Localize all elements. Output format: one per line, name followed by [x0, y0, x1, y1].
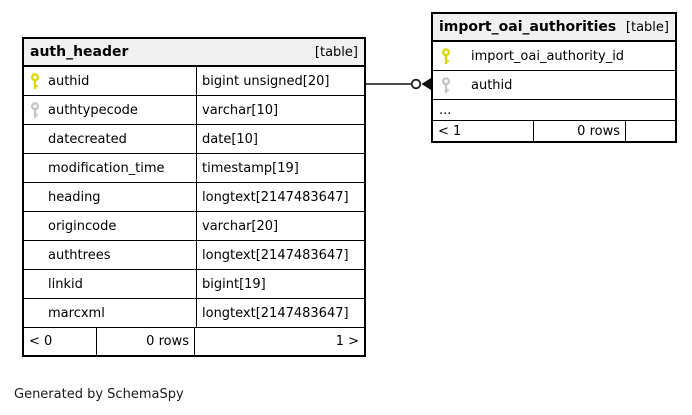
- children-count: < 0: [24, 328, 97, 355]
- import-oai-authorities-table-header[interactable]: import_oai_authorities [table]: [433, 14, 675, 42]
- foreign-key-icon: [30, 101, 40, 119]
- table-row: origincode varchar[20]: [24, 212, 364, 241]
- generated-by-note: Generated by SchemaSpy: [14, 387, 184, 402]
- primary-key-icon: [441, 47, 451, 65]
- primary-key-icon: [30, 72, 40, 90]
- table-row: authid bigint unsigned[20]: [24, 67, 364, 96]
- column-name: import_oai_authority_id: [471, 48, 625, 64]
- auth-header-table-header[interactable]: auth_header [table]: [24, 39, 364, 67]
- column-name: marcxml: [48, 305, 105, 321]
- table-row: linkid bigint[19]: [24, 270, 364, 299]
- column-type: varchar[10]: [202, 102, 279, 118]
- column-type: bigint unsigned[20]: [202, 73, 330, 89]
- column-type: bigint[19]: [202, 276, 266, 292]
- column-name: heading: [48, 189, 101, 205]
- column-name: datecreated: [48, 131, 127, 147]
- column-name: authid: [48, 73, 90, 89]
- column-type: timestamp[19]: [202, 160, 299, 176]
- zero-cardinality-circle-icon: [410, 78, 422, 90]
- table-badge: [table]: [314, 44, 358, 60]
- table-title: auth_header: [30, 44, 129, 60]
- crow-foot-arrow-icon: [421, 78, 431, 90]
- column-type: longtext[2147483647]: [202, 305, 349, 321]
- column-name: linkid: [48, 276, 83, 292]
- column-name: authid: [471, 77, 513, 93]
- import-oai-authorities-table: import_oai_authorities [table] import_oa…: [431, 12, 677, 143]
- hidden-columns-ellipsis: ...: [433, 100, 675, 121]
- table-row: authid: [433, 71, 675, 100]
- children-count: < 1: [433, 121, 534, 141]
- fk-relationship-connector: [366, 78, 431, 90]
- table-row: marcxml longtext[2147483647]: [24, 299, 364, 328]
- table-footer: < 1 0 rows: [433, 121, 675, 141]
- column-name: modification_time: [48, 160, 165, 176]
- auth-header-table: auth_header [table] authid bigint unsign…: [22, 37, 366, 357]
- column-type: date[10]: [202, 131, 258, 147]
- table-row: authtrees longtext[2147483647]: [24, 241, 364, 270]
- table-footer: < 0 0 rows 1 >: [24, 328, 364, 355]
- table-row: datecreated date[10]: [24, 125, 364, 154]
- table-row: heading longtext[2147483647]: [24, 183, 364, 212]
- row-count: 0 rows: [97, 328, 195, 355]
- table-row: modification_time timestamp[19]: [24, 154, 364, 183]
- column-name: origincode: [48, 218, 117, 234]
- parents-count: 1 >: [335, 334, 359, 349]
- column-type: varchar[20]: [202, 218, 279, 234]
- column-type: longtext[2147483647]: [202, 247, 349, 263]
- parents-count: [626, 121, 675, 141]
- foreign-key-icon: [441, 76, 451, 94]
- table-title: import_oai_authorities: [439, 19, 617, 35]
- table-badge: [table]: [625, 19, 669, 35]
- column-type: longtext[2147483647]: [202, 189, 349, 205]
- column-name: authtrees: [48, 247, 111, 263]
- table-row: import_oai_authority_id: [433, 42, 675, 71]
- column-name: authtypecode: [48, 102, 138, 118]
- row-count: 0 rows: [534, 121, 626, 141]
- table-row: authtypecode varchar[10]: [24, 96, 364, 125]
